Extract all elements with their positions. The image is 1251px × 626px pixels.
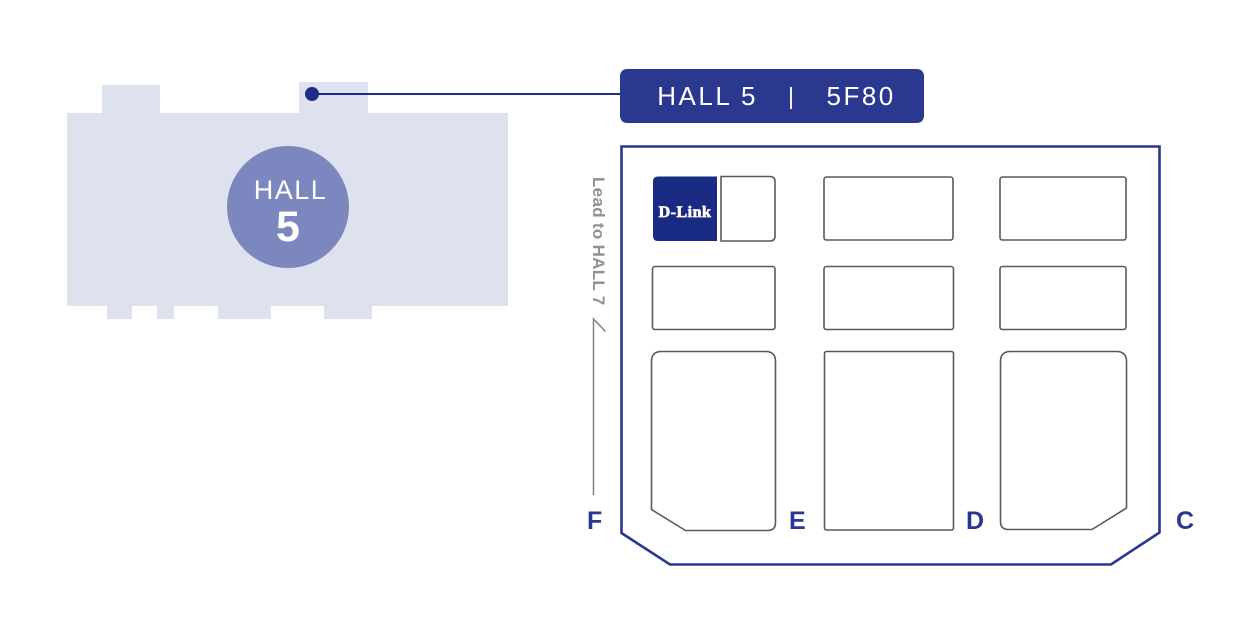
- svg-text:D-Link: D-Link: [659, 204, 712, 221]
